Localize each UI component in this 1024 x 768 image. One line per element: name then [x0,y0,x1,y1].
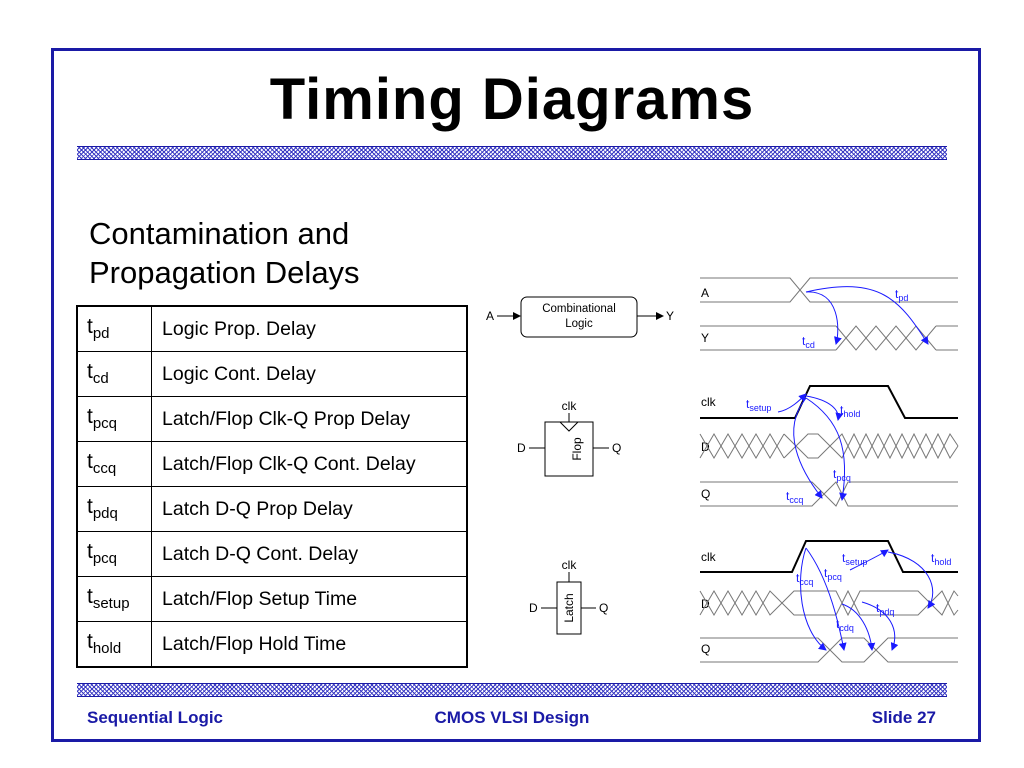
table-row: thold Latch/Flop Hold Time [76,621,468,668]
tpcq-arrow [805,397,848,501]
delay-symbol: tcd [76,351,152,397]
latch-block: clk Latch D Q [529,558,608,635]
delay-description: Latch/Flop Setup Time [151,576,468,622]
latch-name-label: Latch [562,593,576,622]
tpcq-label: tpcq [833,467,851,483]
latch-q-label: Q [599,601,608,615]
comb-waveform: A Y tpd tcd [700,277,958,351]
flop-d-label: D [517,441,526,455]
thold-label: thold [840,403,860,419]
tsetup-label: tsetup [746,397,771,413]
slide-title: Timing Diagrams [269,67,755,132]
tccq-label: tccq [786,489,803,505]
comb-input-label: A [486,309,494,323]
wave-latch-q-label: Q [701,642,710,656]
latch-tccq-label: tccq [796,571,813,587]
table-row: tccq Latch/Flop Clk-Q Cont. Delay [76,441,468,487]
comb-logic-label-line2: Logic [565,318,593,330]
latch-thold-arrow [887,551,936,609]
latch-thold-label: thold [931,551,951,567]
delay-symbol: tsetup [76,576,152,622]
wave-latch-clk-signal [700,540,958,573]
wave-y-label: Y [701,331,709,345]
delay-symbol: tpcq [76,531,152,577]
footer-course: Sequential Logic [87,708,224,727]
wave-flop-d-label: D [701,440,710,454]
latch-tpdq-label: tpdq [876,601,894,617]
latch-d-label: D [529,601,538,615]
delay-description: Latch D-Q Cont. Delay [151,531,468,577]
table-row: tsetup Latch/Flop Setup Time [76,576,468,622]
tpd-arrow [805,286,929,345]
table-row: tpcq Latch D-Q Cont. Delay [76,531,468,577]
delay-symbol: tpd [76,305,152,352]
latch-waveform: clk D Q tccq tpcq tsetup thold tpdq tcdq [699,540,959,663]
footer-divider [77,683,947,697]
table-row: tpd Logic Prop. Delay [76,305,468,352]
table-row: tpdq Latch D-Q Prop Delay [76,486,468,532]
wave-flop-q-signal [700,481,958,507]
delay-symbol: tpcq [76,396,152,442]
tcd-arrow [805,291,842,345]
title-divider [77,146,947,160]
flop-waveform: clk D Q tsetup thold tpcq tccq [699,385,959,507]
wave-y-signal [700,325,958,351]
delay-description: Latch D-Q Prop Delay [151,486,468,532]
slide-frame [51,48,981,742]
latch-tpdq-arrow [861,601,899,651]
latch-tcdq-arrow [841,603,876,651]
footer-slide-number: Slide 27 [871,708,936,727]
table-row: tpcq Latch/Flop Clk-Q Prop Delay [76,396,468,442]
subtitle-line-2: Propagation Delays [89,255,360,290]
latch-tpcq-label: tpcq [824,566,842,582]
tsetup-arrow [777,393,807,413]
subtitle-line-1: Contamination and [89,216,350,251]
latch-tccq-arrow [800,547,827,651]
footer-title: CMOS VLSI Design [434,708,590,727]
wave-a-label: A [701,286,709,300]
delay-description: Logic Prop. Delay [151,305,468,352]
delay-description: Latch/Flop Clk-Q Cont. Delay [151,441,468,487]
flop-block: clk Flop D Q [517,399,621,477]
combinational-logic-block: A Combinational Logic Y [486,296,674,338]
flop-clk-label: clk [562,399,578,413]
delay-symbol: thold [76,621,152,668]
wave-flop-clk-label: clk [701,395,717,409]
wave-latch-q-signal [700,637,958,663]
latch-tcdq-label: tcdq [836,617,854,633]
slide-subtitle: Contamination and Propagation Delays [89,214,419,292]
wave-a-signal [700,277,958,303]
thold-arrow [805,395,844,421]
wave-latch-clk-label: clk [701,550,717,564]
comb-output-label: Y [666,309,674,323]
latch-tpcq-arrow [805,547,847,651]
tccq-arrow [793,397,823,499]
latch-box [556,581,582,635]
flop-name-label: Flop [570,437,584,461]
flop-q-label: Q [612,441,621,455]
latch-tsetup-arrow [849,549,889,571]
flop-clock-triangle [559,421,579,432]
comb-logic-label-line1: Combinational [542,303,616,315]
tpd-label: tpd [895,287,908,303]
wave-latch-d-signal [699,589,959,617]
latch-clk-label: clk [562,558,578,572]
delay-table: tpd Logic Prop. Delay tcd Logic Cont. De… [76,305,468,668]
wave-flop-q-label: Q [701,487,710,501]
latch-tsetup-label: tsetup [842,551,867,567]
wave-flop-clk-signal [700,385,958,419]
wave-flop-d-signal [699,432,959,460]
delay-symbol: tccq [76,441,152,487]
comb-logic-box [520,296,638,338]
flop-box [544,421,594,477]
wave-latch-d-label: D [701,597,710,611]
tcd-label: tcd [802,334,815,350]
delay-description: Latch/Flop Hold Time [151,621,468,668]
